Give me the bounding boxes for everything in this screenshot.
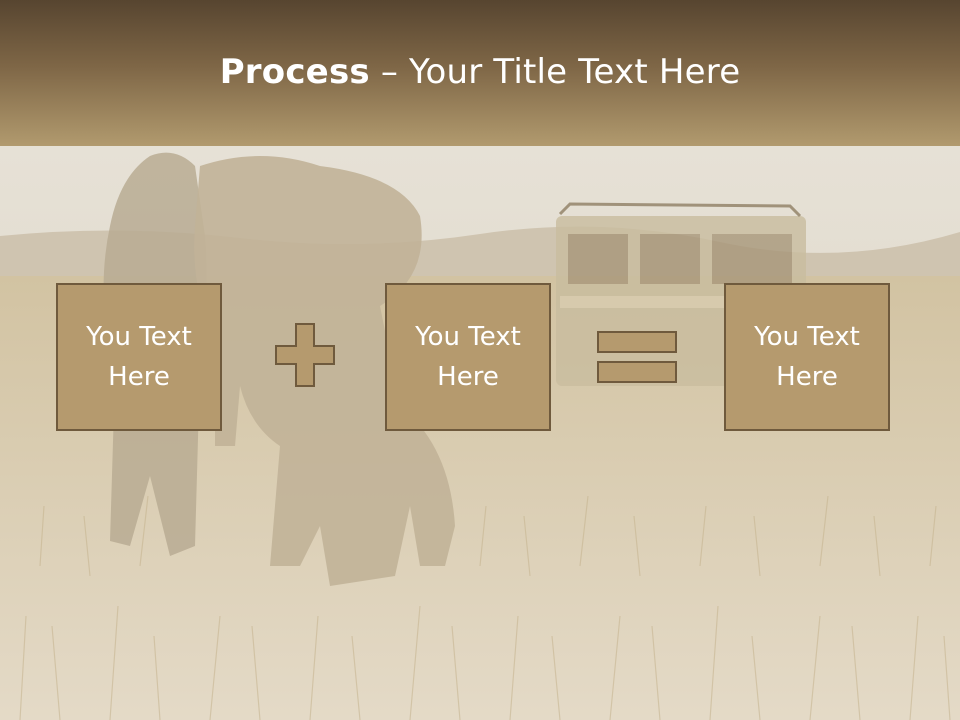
text-box-1[interactable]: You Text Here <box>56 283 222 431</box>
text-box-3-line1: You Text <box>754 322 860 352</box>
equals-icon <box>597 331 677 383</box>
background-photo <box>0 146 960 720</box>
text-box-3-text: You Text Here <box>754 317 860 397</box>
text-box-2[interactable]: You Text Here <box>385 283 551 431</box>
text-box-3[interactable]: You Text Here <box>724 283 890 431</box>
text-box-2-text: You Text Here <box>415 317 521 397</box>
text-box-1-line1: You Text <box>86 322 192 352</box>
safari-scene-image <box>0 146 960 720</box>
text-box-1-line2: Here <box>108 362 170 392</box>
plus-icon <box>275 323 335 387</box>
text-box-2-line1: You Text <box>415 322 521 352</box>
text-box-2-line2: Here <box>437 362 499 392</box>
title-bold: Process <box>219 52 370 92</box>
title-rest: – Your Title Text Here <box>369 52 741 92</box>
text-box-1-text: You Text Here <box>86 317 192 397</box>
slide-title[interactable]: Process – Your Title Text Here <box>0 52 960 92</box>
text-box-3-line2: Here <box>776 362 838 392</box>
title-bar: Process – Your Title Text Here <box>0 0 960 146</box>
